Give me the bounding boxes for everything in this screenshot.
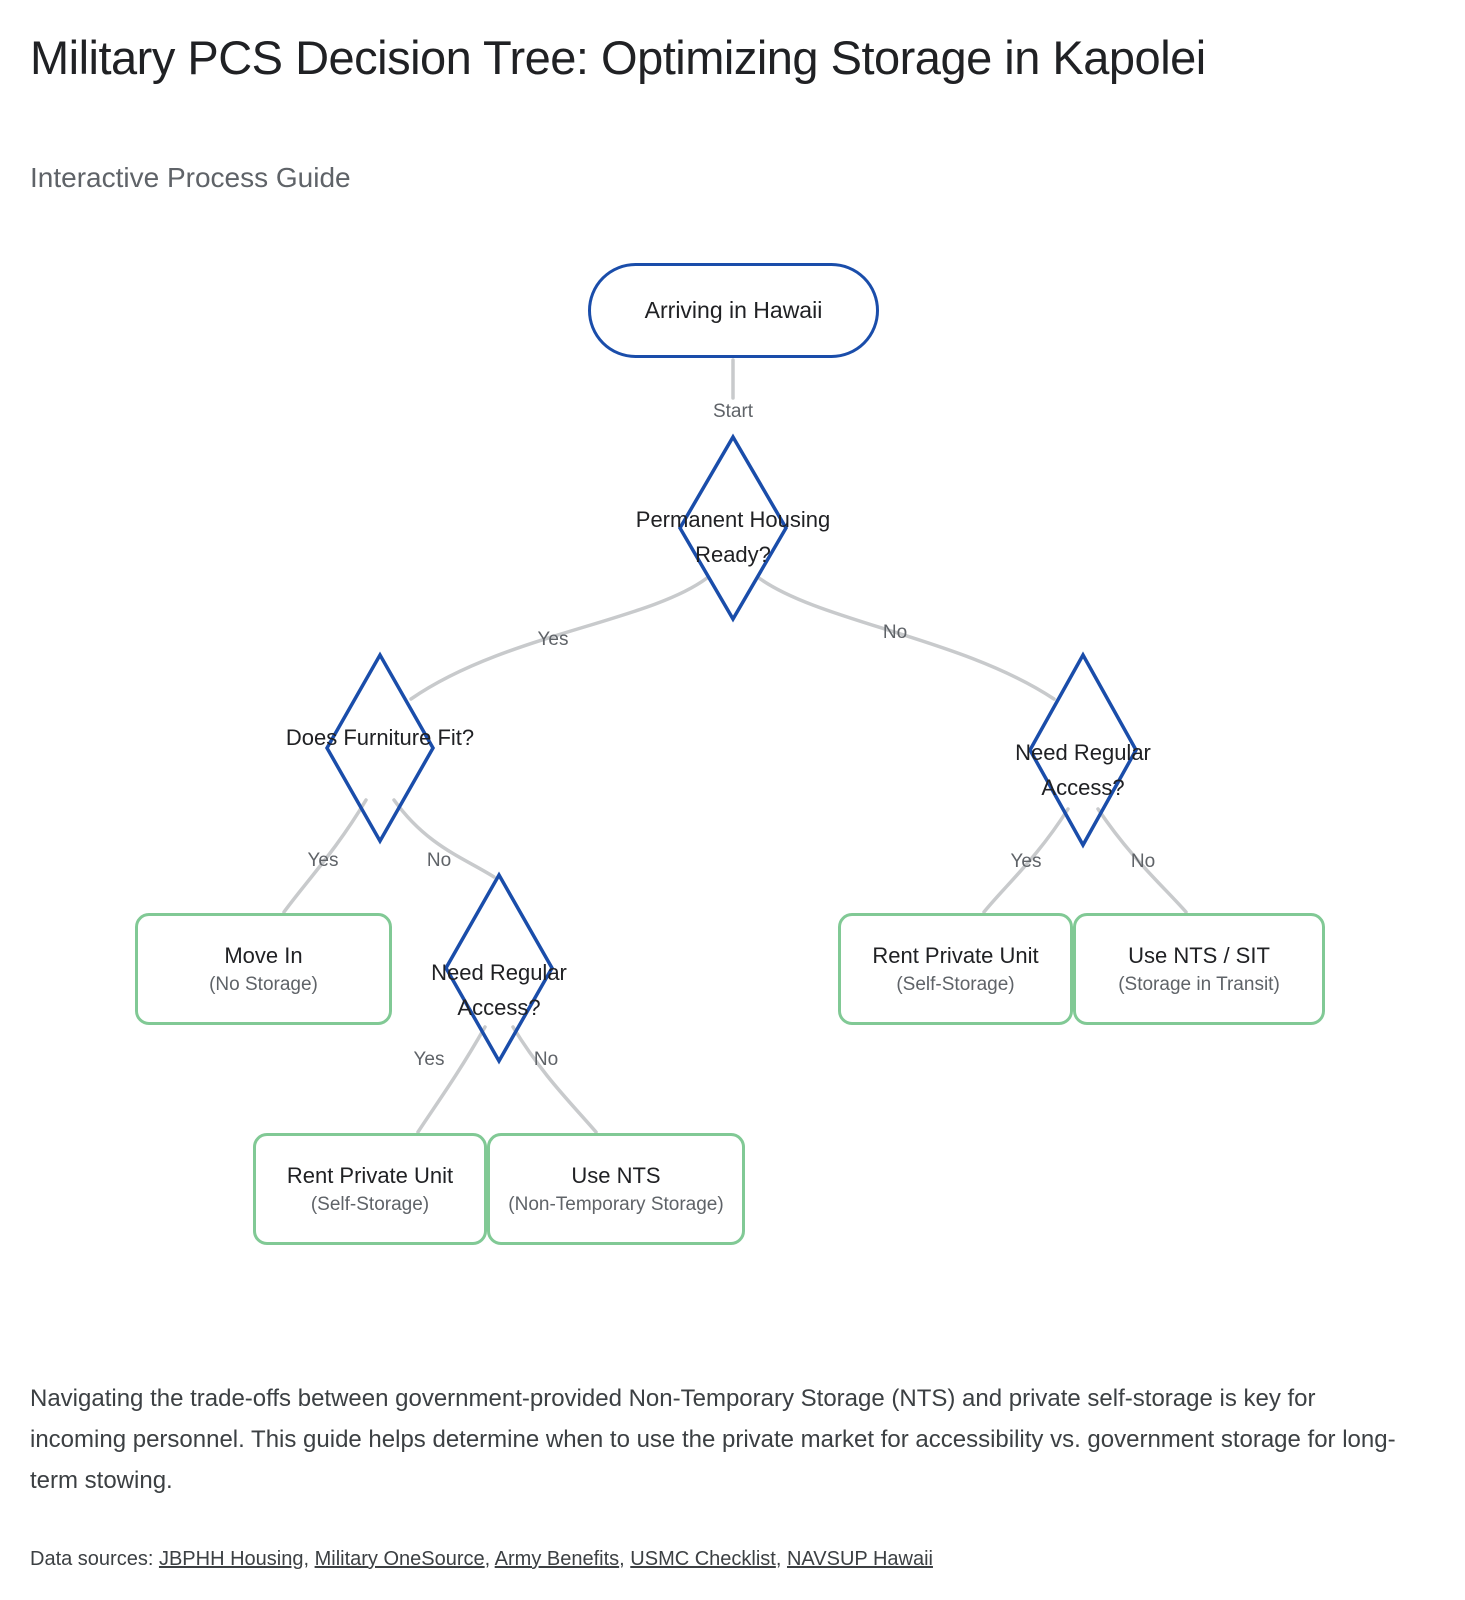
outcome-use-nts-sit[interactable]: Use NTS / SIT (Storage in Transit)	[1073, 913, 1325, 1025]
edge-label-access-left-no: No	[533, 1049, 559, 1070]
edge-housing-no	[757, 576, 1056, 701]
decision-node-need-regular-access-right[interactable]: Need Regular Access?	[1015, 740, 1151, 800]
page-subtitle: Interactive Process Guide	[30, 162, 351, 193]
decision-node-does-furniture-fit[interactable]: Does Furniture Fit?	[285, 725, 475, 750]
diamond-does-furniture-fit[interactable]	[324, 651, 436, 845]
edge-furniture-yes	[282, 798, 368, 914]
edge-label-access-left-yes: Yes	[413, 1049, 445, 1070]
outcome-title: Rent Private Unit	[286, 1162, 454, 1188]
edge-label-housing-yes: Yes	[537, 629, 569, 650]
edge-label-access-right-no: No	[1130, 851, 1156, 872]
outcome-use-nts[interactable]: Use NTS (Non-Temporary Storage)	[487, 1133, 745, 1245]
decision-node-permanent-housing[interactable]: Permanent Housing Ready?	[635, 507, 831, 567]
outcome-rent-private-unit-left[interactable]: Rent Private Unit (Self-Storage)	[253, 1133, 487, 1245]
decision-node-need-regular-access-left[interactable]: Need Regular Access?	[431, 960, 567, 1020]
outcome-title: Use NTS	[571, 1162, 661, 1188]
start-node-arriving-in-hawaii[interactable]: Arriving in Hawaii	[588, 263, 879, 358]
outcome-rent-private-unit-right[interactable]: Rent Private Unit (Self-Storage)	[838, 913, 1073, 1025]
edge-access-right-no	[1096, 807, 1188, 914]
source-link-navsup-hawaii[interactable]: NAVSUP Hawaii	[786, 1548, 933, 1570]
source-link-usmc-checklist[interactable]: USMC Checklist	[630, 1548, 776, 1570]
edge-label-start: Start	[712, 401, 754, 422]
start-node-label: Arriving in Hawaii	[644, 297, 823, 323]
source-link-military-onesource[interactable]: Military OneSource	[314, 1548, 485, 1570]
page-title: Military PCS Decision Tree: Optimizing S…	[30, 31, 1206, 84]
outcome-subtitle: (Self-Storage)	[896, 973, 1015, 995]
edge-label-access-right-yes: Yes	[1010, 851, 1042, 872]
edge-furniture-no	[392, 798, 496, 879]
data-sources-prefix: Data sources:	[30, 1548, 159, 1570]
source-separator: ,	[775, 1548, 787, 1570]
edge-label-furniture-no: No	[426, 850, 452, 871]
outcome-subtitle: (Storage in Transit)	[1118, 973, 1280, 995]
outcome-title: Use NTS / SIT	[1128, 942, 1270, 968]
outcome-move-in[interactable]: Move In (No Storage)	[135, 913, 392, 1025]
source-separator: ,	[303, 1548, 315, 1570]
source-link-army-benefits[interactable]: Army Benefits	[494, 1548, 620, 1570]
outcome-title: Rent Private Unit	[872, 942, 1039, 968]
edge-label-housing-no: No	[882, 622, 908, 643]
source-link-jbphh-housing[interactable]: JBPHH Housing	[158, 1548, 304, 1570]
edge-housing-yes	[409, 576, 709, 701]
outcome-title: Move In	[224, 942, 303, 968]
source-separator: ,	[619, 1548, 631, 1570]
diamond-need-regular-access-right[interactable]	[1027, 651, 1139, 849]
diamond-permanent-housing[interactable]	[677, 433, 789, 623]
outcome-subtitle: (Self-Storage)	[310, 1193, 430, 1215]
diamond-need-regular-access-left[interactable]	[443, 871, 555, 1065]
outcome-subtitle: (No Storage)	[209, 973, 318, 995]
edge-access-left-yes	[416, 1025, 487, 1134]
outcome-subtitle: (Non-Temporary Storage)	[508, 1193, 724, 1215]
edge-label-furniture-yes: Yes	[307, 850, 339, 871]
edge-access-right-yes	[982, 807, 1070, 914]
data-sources: Data sources: JBPHH Housing, Military On…	[30, 1548, 933, 1571]
edge-access-left-no	[511, 1025, 598, 1134]
description-text: Navigating the trade-offs between govern…	[30, 1385, 1396, 1494]
source-separator: ,	[484, 1548, 495, 1570]
